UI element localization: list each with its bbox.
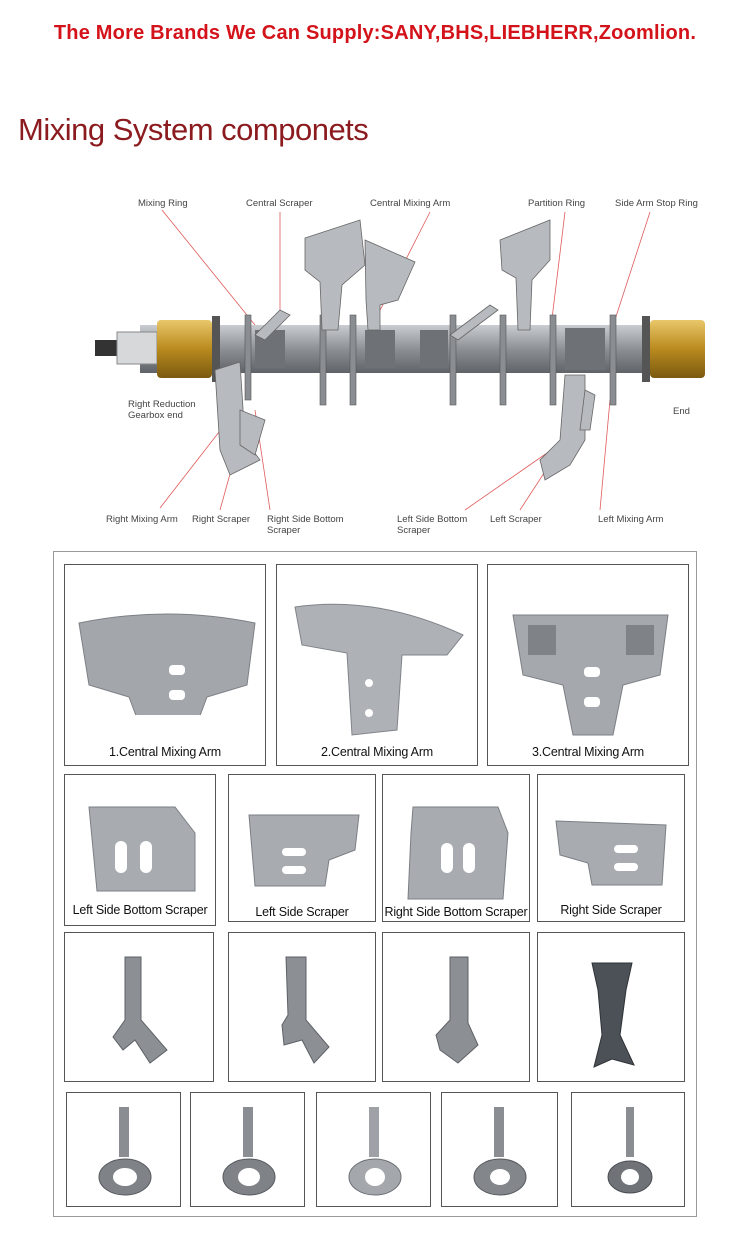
product-card-mixing-arm-4[interactable] — [537, 932, 685, 1082]
caption-left-side-scraper: Left Side Scraper — [255, 905, 349, 919]
right-side-scraper-image — [555, 820, 667, 886]
product-card-mixing-arm-1[interactable] — [64, 932, 214, 1082]
product-card-ring-arm-4[interactable] — [441, 1092, 558, 1207]
product-card-mixing-arm-3[interactable] — [382, 932, 530, 1082]
label-right-side-bottom-scraper: Scraper — [267, 525, 301, 536]
product-card-left-side-scraper[interactable]: Left Side Scraper — [228, 774, 376, 922]
central-mixing-arm-2-image — [294, 603, 464, 736]
label-right-scraper: Right Scraper — [192, 514, 251, 525]
label-left-side-bottom-scraper: Scraper — [397, 525, 431, 536]
caption-left-side-bottom-scraper: Left Side Bottom Scraper — [72, 903, 208, 917]
mixing-arm-2-image — [281, 956, 330, 1064]
caption-central-mixing-arm-2: 2.Central Mixing Arm — [320, 745, 433, 759]
brands-banner: The More Brands We Can Supply:SANY,BHS,L… — [53, 22, 697, 44]
ring-arm-5-image — [607, 1107, 653, 1194]
label-right-side-bottom: Right Side Bottom — [267, 514, 344, 525]
ring-arm-3-image — [348, 1107, 402, 1196]
label-central-scraper: Central Scraper — [246, 198, 313, 209]
ring-arm-1-image — [98, 1107, 152, 1196]
product-card-left-side-bottom-scraper[interactable]: Left Side Bottom Scraper — [64, 774, 216, 926]
right-side-bottom-scraper-image — [407, 806, 509, 900]
label-left-scraper: Left Scraper — [490, 514, 542, 525]
ring-arm-2-image — [222, 1107, 276, 1196]
product-grid: 1.Central Mixing Arm 2.Central Mixing Ar… — [53, 551, 697, 1217]
left-side-bottom-scraper-image — [88, 806, 196, 892]
label-central-mixing-arm: Central Mixing Arm — [370, 198, 451, 209]
product-card-right-side-scraper[interactable]: Right Side Scraper — [537, 774, 685, 922]
caption-right-side-scraper: Right Side Scraper — [560, 903, 662, 917]
product-card-ring-arm-5[interactable] — [571, 1092, 685, 1207]
product-card-ring-arm-2[interactable] — [190, 1092, 305, 1207]
product-card-central-mixing-arm-1[interactable]: 1.Central Mixing Arm — [64, 564, 266, 766]
section-title: Mixing System componets — [18, 112, 369, 147]
mixing-arm-1-image — [112, 956, 168, 1064]
central-mixing-arm-1-image — [78, 613, 256, 715]
caption-central-mixing-arm-3: 3.Central Mixing Arm — [531, 745, 644, 759]
product-card-central-mixing-arm-2[interactable]: 2.Central Mixing Arm — [276, 564, 478, 766]
caption-central-mixing-arm-1: 1.Central Mixing Arm — [108, 745, 221, 759]
central-mixing-arm-3-image — [512, 614, 669, 736]
label-partition-ring: Partition Ring — [528, 198, 586, 209]
caption-right-side-bottom-scraper: Right Side Bottom Scraper — [384, 905, 528, 919]
label-side-arm-stop-ring: Side Arm Stop Ring — [615, 198, 698, 209]
label-gearbox-end: Gearbox end — [128, 410, 183, 421]
label-left-mixing-arm: Left Mixing Arm — [598, 514, 664, 525]
mixing-arm-4-image — [591, 962, 635, 1068]
product-card-right-side-bottom-scraper[interactable]: Right Side Bottom Scraper — [382, 774, 530, 922]
mixing-arm-3-image — [435, 956, 479, 1064]
label-mixing-ring: Mixing Ring — [138, 198, 188, 209]
product-card-central-mixing-arm-3[interactable]: 3.Central Mixing Arm — [487, 564, 689, 766]
left-side-scraper-image — [248, 814, 360, 887]
product-card-ring-arm-1[interactable] — [66, 1092, 181, 1207]
label-end: End — [673, 406, 690, 417]
label-right-reduction: Right Reduction — [128, 399, 196, 410]
label-right-mixing-arm: Right Mixing Arm — [106, 514, 178, 525]
label-left-side-bottom: Left Side Bottom — [397, 514, 468, 525]
mixing-system-diagram: Mixing Ring Central Scraper Central Mixi… — [80, 190, 720, 550]
mixing-shaft-illustration — [95, 209, 705, 511]
product-card-ring-arm-3[interactable] — [316, 1092, 431, 1207]
ring-arm-4-image — [473, 1107, 527, 1196]
product-card-mixing-arm-2[interactable] — [228, 932, 376, 1082]
